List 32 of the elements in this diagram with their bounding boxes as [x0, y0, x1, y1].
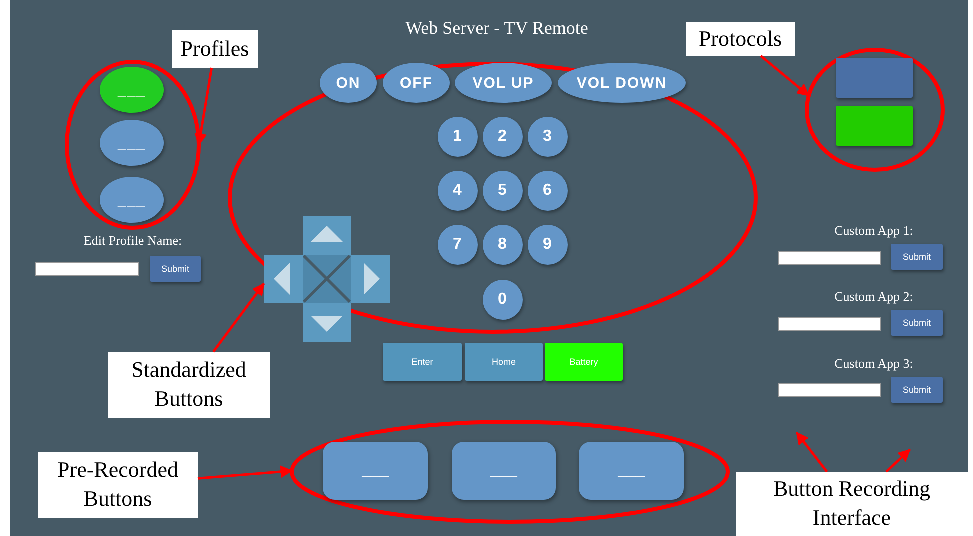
- callout-label: Pre-Recorded Buttons: [38, 452, 198, 518]
- arrow: [886, 449, 911, 473]
- recorded-button: ___: [579, 442, 684, 500]
- submit-button: Submit: [891, 377, 943, 403]
- arrow: [212, 283, 265, 353]
- remote-button: Home: [465, 343, 543, 381]
- callout-label: Protocols: [686, 22, 795, 56]
- remote-button: Enter: [383, 343, 462, 381]
- arrow: [796, 432, 828, 473]
- arrow: [198, 466, 294, 480]
- direction-pad: [264, 216, 390, 342]
- callout-label: Profiles: [172, 30, 258, 68]
- submit-button: Submit: [891, 310, 943, 336]
- field-label: Edit Profile Name:: [84, 233, 182, 249]
- remote-button: Battery: [545, 343, 623, 381]
- highlight-ellipse: [65, 60, 201, 230]
- protocol-button: [836, 58, 913, 98]
- field-label: Custom App 3:: [834, 356, 914, 372]
- callout-label: Button Recording Interface: [736, 472, 968, 536]
- highlight-ellipse: [805, 48, 945, 172]
- highlight-ellipse: [290, 420, 730, 524]
- field-label: Custom App 2:: [834, 289, 914, 305]
- recorded-button: ___: [323, 442, 428, 500]
- submit-button: Submit: [150, 256, 201, 282]
- recorded-button: ___: [452, 442, 556, 500]
- field-label: Custom App 1:: [834, 223, 914, 239]
- protocol-button: [836, 106, 913, 146]
- submit-button: Submit: [891, 244, 943, 270]
- arrow: [194, 68, 214, 146]
- callout-label: Standardized Buttons: [108, 352, 270, 418]
- arrow: [760, 55, 810, 97]
- page-title: Web Server - TV Remote: [406, 18, 588, 39]
